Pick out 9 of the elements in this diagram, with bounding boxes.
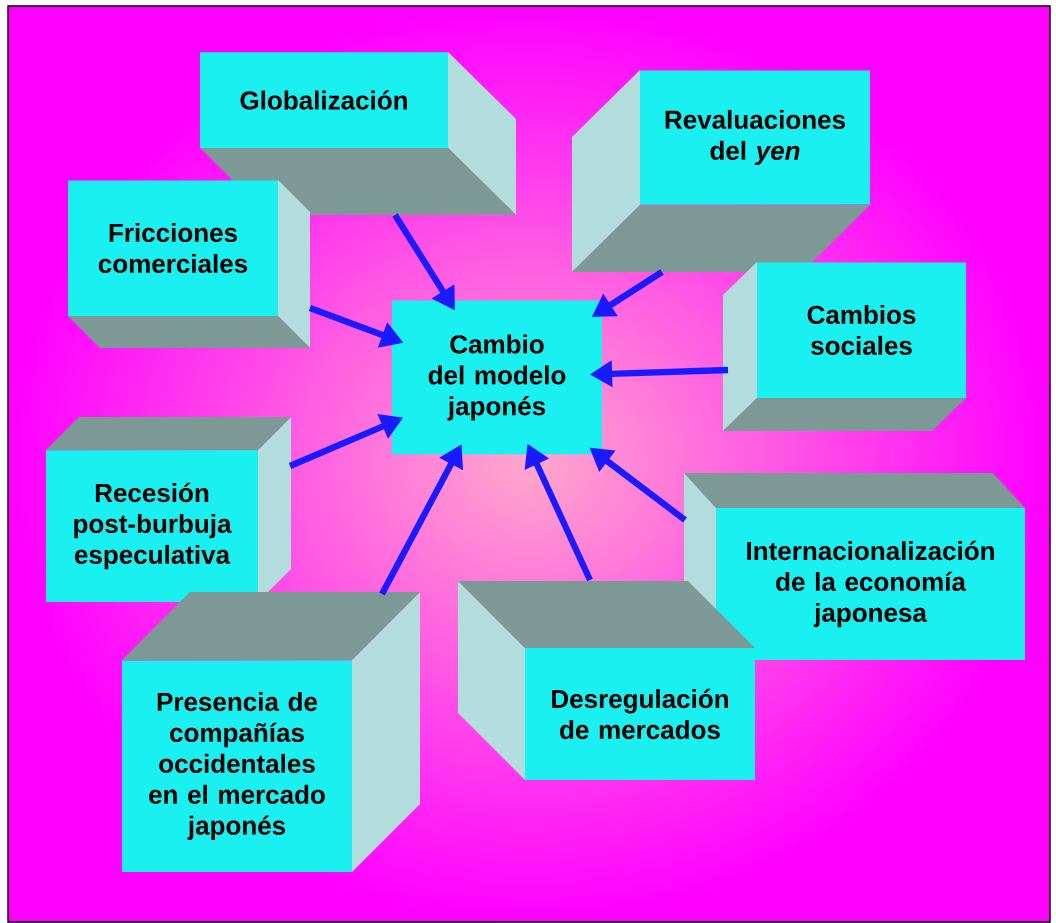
box-drawing: Desregulación de mercados	[458, 581, 755, 780]
box-drawing: Revaluaciones del yen	[572, 70, 870, 272]
box-drawing: Cambio del modelo japonés	[428, 334, 566, 421]
box-drawing: Recesión post-burbuja especulativa	[46, 417, 291, 602]
box-drawing: Globalización	[200, 52, 516, 215]
box-drawing: Internacionalización de la economía japonesa	[684, 473, 1026, 660]
box-drawing: Cambios sociales	[723, 262, 967, 431]
box-drawing: Presencia de compañías occidentales en el mercado japonés	[122, 592, 420, 872]
box-drawing: Fricciones comerciales	[68, 180, 310, 348]
